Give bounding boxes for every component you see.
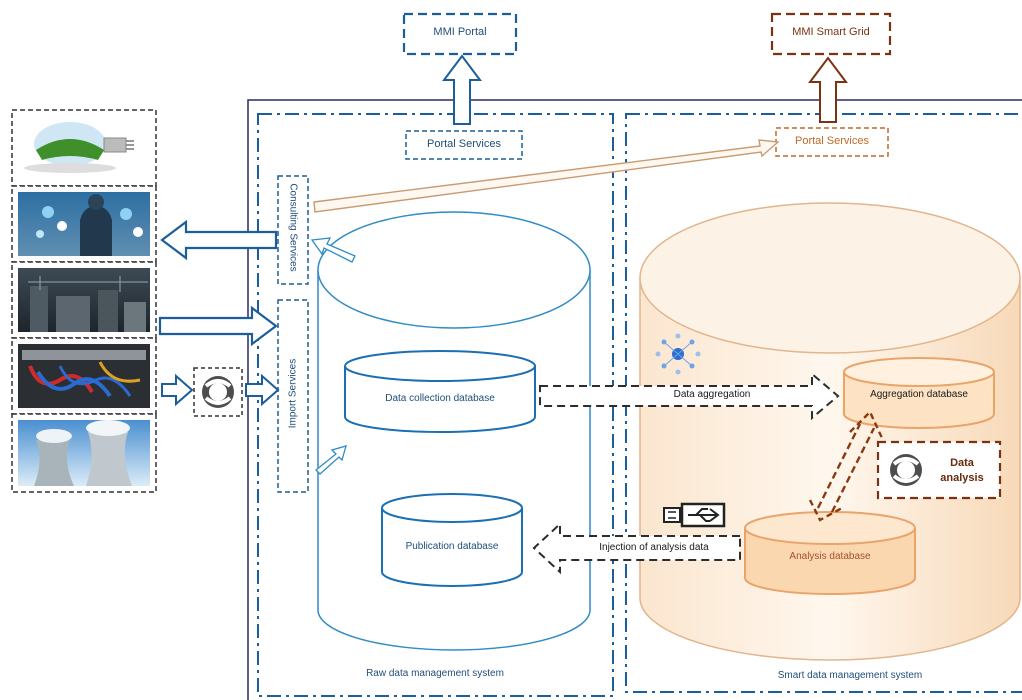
source-images xyxy=(11,109,157,493)
smart-portal-services-label: Portal Services xyxy=(795,135,869,147)
data-analysis-logo-icon xyxy=(890,454,922,486)
power-plant-icon xyxy=(18,268,150,332)
smart-system-title: Smart data management system xyxy=(777,670,923,681)
arrow-import-to-db xyxy=(315,445,347,475)
mmi-smart-grid-label: MMI Smart Grid xyxy=(792,26,870,38)
cooling-towers-icon xyxy=(18,420,150,486)
arrow-to-mmi-portal xyxy=(442,54,482,125)
raw-system-frame xyxy=(257,113,614,697)
gear-logo-icon xyxy=(202,376,234,408)
electrical-cables-icon xyxy=(18,344,150,408)
mmi-portal-box xyxy=(402,12,518,56)
arrow-images-to-import xyxy=(158,305,278,347)
consulting-services-box xyxy=(277,175,309,285)
data-analysis-label: Data analysis xyxy=(940,457,984,484)
business-icons-icon xyxy=(18,192,150,256)
network-hub-icon xyxy=(655,333,701,375)
data-collection-db-label: Data collection database xyxy=(385,393,495,404)
arrow-images-to-logo xyxy=(161,373,194,407)
analysis-db-label: Analysis database xyxy=(789,551,871,562)
injection-label: Injection of analysis data xyxy=(574,542,734,553)
arrow-to-mmi-smart-grid xyxy=(808,56,848,123)
publication-db-shape xyxy=(381,493,523,587)
import-services-label: Import Services xyxy=(287,358,299,429)
aggregation-db-shape xyxy=(843,357,995,429)
data-collection-db-shape xyxy=(344,350,536,433)
arrow-logo-to-import xyxy=(245,373,280,407)
arrow-db-to-consulting xyxy=(310,237,356,263)
usb-plug-icon xyxy=(663,502,726,528)
aggregation-db-label: Aggregation database xyxy=(870,389,968,400)
raw-portal-services-box xyxy=(405,130,523,160)
smart-portal-services-box xyxy=(775,127,889,157)
mmi-smart-grid-box xyxy=(770,12,892,56)
arrow-consulting-to-images xyxy=(160,219,278,261)
arrow-analysis-aggregation xyxy=(808,409,884,522)
mmi-portal-label: MMI Portal xyxy=(433,26,487,38)
import-services-box xyxy=(277,299,309,493)
analysis-db-shape xyxy=(744,511,916,595)
raw-portal-services-label: Portal Services xyxy=(427,138,501,150)
publication-db-label: Publication database xyxy=(405,541,499,552)
data-aggregation-label: Data aggregation xyxy=(642,389,782,400)
arrow-consulting-to-smart-portal xyxy=(313,139,780,213)
raw-system-title: Raw data management system xyxy=(366,668,504,679)
lightbulb-grass-icon xyxy=(20,116,148,180)
consulting-services-label: Consulting Services xyxy=(287,183,299,272)
outer-frame xyxy=(247,99,1022,700)
